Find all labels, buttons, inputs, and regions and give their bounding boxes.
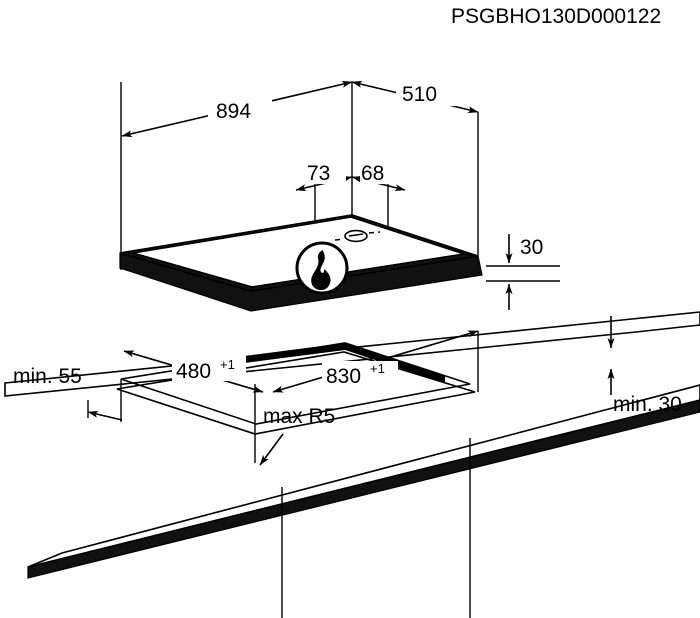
lower-worktop-view: min. 55 480 +1 830 +1 <box>4 311 700 618</box>
dimension-max-r5-label: max R5 <box>263 405 335 428</box>
dimension-min-30: min. 30 <box>607 316 682 416</box>
drawing-number-title: PSGBHO130D000122 <box>451 5 661 28</box>
dimension-830: 830 +1 <box>272 330 479 393</box>
dimension-73-label: 73 <box>307 162 330 185</box>
dimension-min-55: min. 55 <box>13 365 123 422</box>
dimension-480-tolerance: +1 <box>220 357 235 372</box>
dimension-max-r5: max R5 <box>254 384 335 466</box>
dimension-min-30-label: min. 30 <box>613 393 682 416</box>
dimension-894: 894 <box>121 80 353 138</box>
dimension-510: 510 <box>351 80 479 114</box>
worktop-front-top-face <box>27 384 700 568</box>
gas-flame-icon <box>295 241 349 295</box>
dimension-894-label: 894 <box>216 100 251 123</box>
upper-hob-view: 894 510 73 68 <box>119 80 560 312</box>
dimension-510-label: 510 <box>402 83 437 106</box>
dimension-30-label: 30 <box>520 236 543 259</box>
dimension-480: 480 +1 <box>123 350 264 393</box>
dimension-830-tolerance: +1 <box>370 361 385 376</box>
dimension-830-label: 830 <box>326 365 361 388</box>
dimension-30: 30 <box>486 234 560 310</box>
dimension-480-label: 480 <box>176 360 211 383</box>
knob-icon <box>334 229 381 243</box>
dimension-73: 73 <box>295 160 353 192</box>
dimension-68: 68 <box>351 160 406 192</box>
cabinet-vertical-lines <box>281 438 471 618</box>
dimension-min-55-label: min. 55 <box>13 365 82 388</box>
dimension-68-label: 68 <box>361 162 384 185</box>
worktop-front-edge-dark <box>27 399 700 579</box>
